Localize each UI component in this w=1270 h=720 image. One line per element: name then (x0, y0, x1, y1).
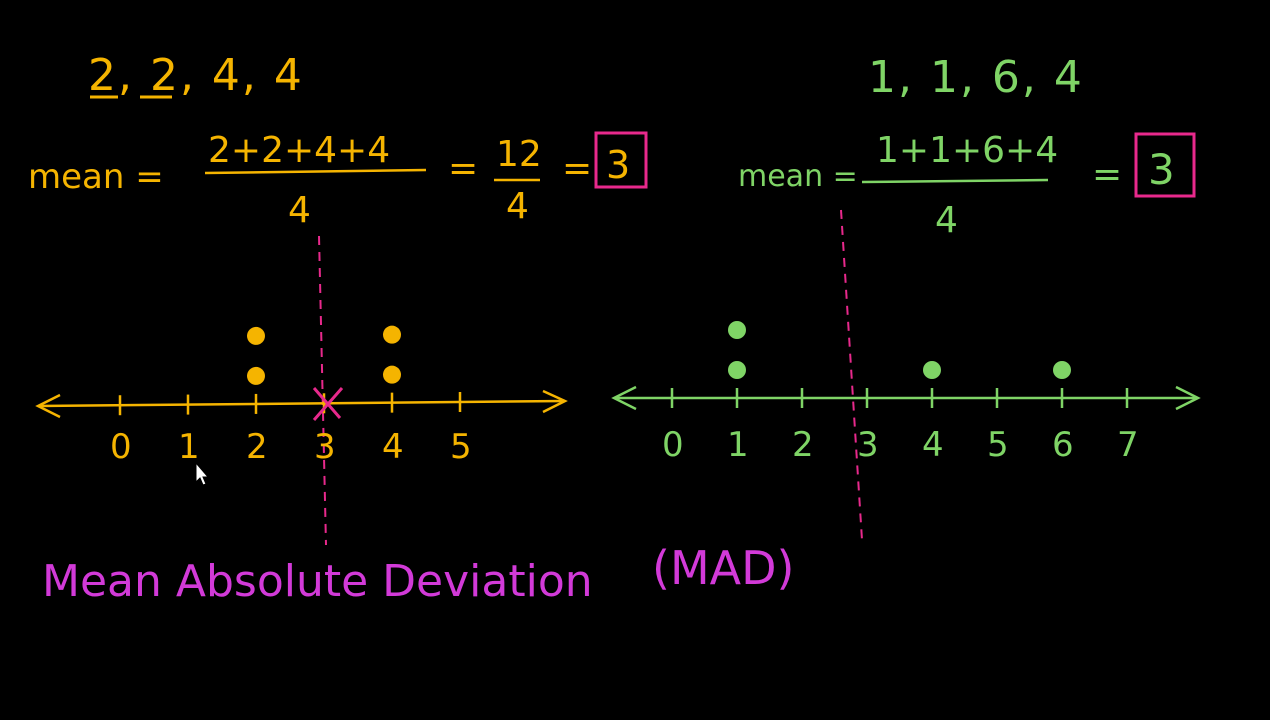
left-tick-label-0: 0 (110, 427, 132, 467)
right-tick-label-2: 2 (792, 425, 814, 465)
left-tick-label-1: 1 (178, 427, 200, 467)
left-numerator: 2+2+4+4 (208, 130, 390, 171)
right-data-dot (1053, 361, 1071, 379)
left-result: 3 (606, 143, 630, 187)
right-numerator: 1+1+6+4 (876, 130, 1058, 171)
right-tick-label-4: 4 (922, 425, 944, 465)
mad-title: Mean Absolute Deviation (42, 556, 593, 607)
left-fraction-bar (204, 168, 427, 175)
left-axis-line (37, 399, 566, 408)
left-frac2-num: 12 (496, 134, 542, 175)
right-mean-label: mean = (738, 159, 858, 194)
left-result-box (594, 131, 648, 189)
right-data-dot (728, 361, 746, 379)
left-data-dot (383, 365, 401, 384)
left-data-set: 2, 2, 4, 4 (88, 50, 304, 101)
left-number-line: 0 1 2 3 4 5 (35, 325, 568, 467)
left-data-dot (383, 325, 401, 344)
mouse-cursor-icon (195, 461, 210, 486)
left-tick-label-2: 2 (246, 427, 268, 467)
right-panel: 1, 1, 6, 4 mean = 1+1+6+4 4 = 3 0 1 2 3 4 5 6 7 (611, 52, 1201, 541)
left-denominator: 4 (288, 190, 311, 231)
left-panel: 2, 2, 4, 4 mean = 2+2+4+4 4 = 12 4 = 3 0… (28, 50, 648, 546)
right-tick-label-5: 5 (987, 425, 1009, 465)
right-tick-label-6: 6 (1052, 425, 1074, 465)
left-tick-label-4: 4 (382, 427, 404, 467)
right-data-dot (923, 361, 941, 379)
left-mean-label: mean = (28, 157, 164, 197)
right-denominator: 4 (935, 200, 958, 241)
right-data-dot (728, 321, 746, 339)
left-mean-x-mark (312, 387, 344, 421)
right-tick-label-7: 7 (1117, 425, 1139, 465)
left-data-dot (247, 366, 265, 385)
right-axis-arrow-left (611, 385, 637, 411)
right-tick-label-3: 3 (857, 425, 879, 465)
right-data-set: 1, 1, 6, 4 (868, 52, 1084, 103)
left-equals-2: = (562, 148, 592, 189)
right-fraction-bar (861, 178, 1049, 184)
right-result-box (1134, 132, 1196, 198)
right-tick-label-1: 1 (727, 425, 749, 465)
left-axis-arrow-left (35, 393, 61, 419)
left-frac2-den: 4 (506, 186, 529, 227)
right-result: 3 (1148, 145, 1175, 194)
left-axis-arrow-right (542, 389, 568, 414)
left-tick-label-3: 3 (314, 427, 336, 467)
right-mean-dashed-line (840, 209, 863, 541)
right-tick-label-0: 0 (662, 425, 684, 465)
left-tick-label-5: 5 (450, 427, 472, 467)
left-data-dot (247, 326, 265, 345)
right-equals-1: = (1092, 154, 1122, 195)
right-number-line: 0 1 2 3 4 5 6 7 (611, 321, 1201, 465)
mad-abbr: (MAD) (652, 541, 794, 595)
right-axis-arrow-right (1175, 385, 1201, 411)
left-equals-1: = (448, 148, 478, 189)
left-mean-dashed-line (318, 235, 327, 546)
bottom-title: Mean Absolute Deviation (MAD) (42, 541, 794, 607)
